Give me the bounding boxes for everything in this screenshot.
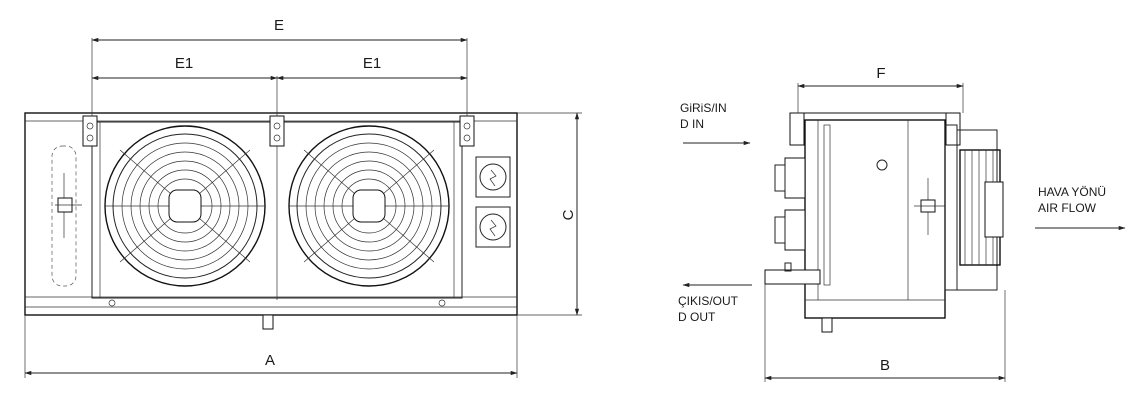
dim-label-E1-left: E1 (175, 55, 193, 72)
fan-right (288, 125, 450, 287)
inlet-label-line2: D IN (680, 117, 704, 131)
outlet-label-line2: D OUT (678, 310, 716, 324)
side-view: F B GiRiS/IN D IN ÇIKIS/OUT D OUT HAVA Y… (678, 65, 1126, 382)
drain-outlet (262, 314, 274, 330)
airflow-label-line1: HAVA YÖNÜ (1038, 185, 1106, 199)
dim-label-E: E (274, 17, 284, 34)
dim-label-A: A (265, 352, 275, 369)
fan-left (104, 125, 266, 287)
dim-label-F: F (876, 65, 885, 82)
junction-boxes (475, 156, 511, 248)
dim-label-E1-right: E1 (363, 55, 381, 72)
dim-label-C: C (560, 209, 577, 220)
outlet-label-line1: ÇIKIS/OUT (678, 294, 739, 308)
dim-label-B: B (880, 357, 890, 374)
airflow-label-line2: AIR FLOW (1038, 201, 1097, 215)
side-body (804, 119, 946, 319)
front-view: E E1 E1 C A (24, 17, 582, 378)
left-side-slot (51, 145, 77, 287)
inlet-label-line1: GiRiS/IN (680, 101, 727, 115)
